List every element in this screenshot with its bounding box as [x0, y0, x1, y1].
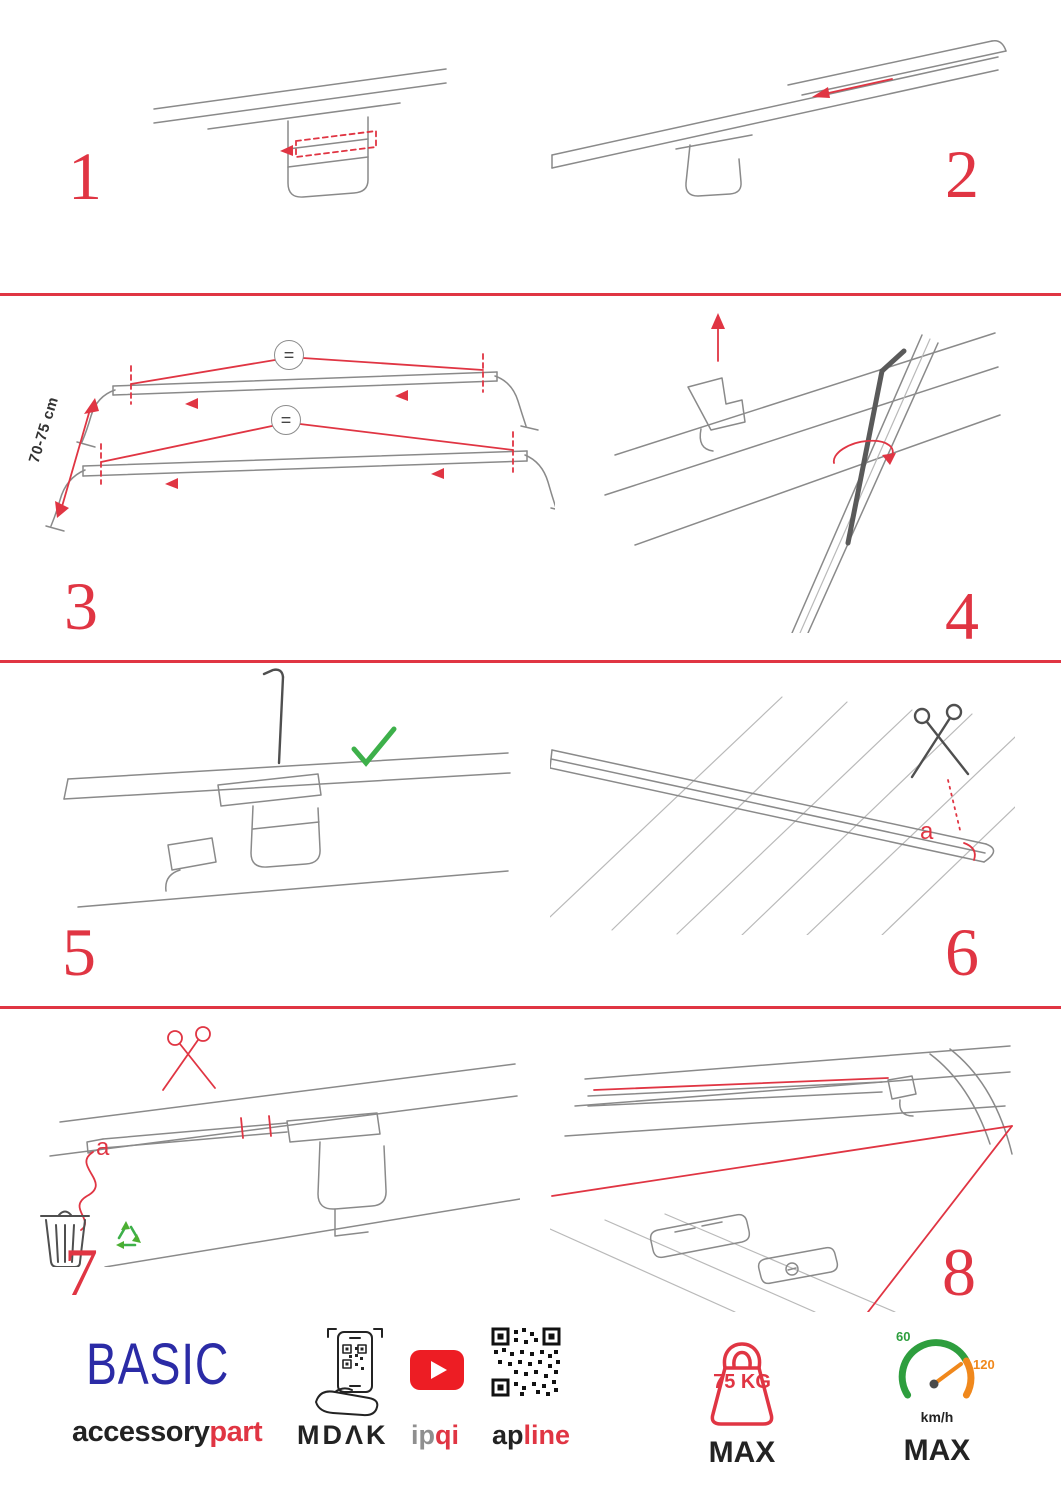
- step-8-illustration: [550, 1045, 1013, 1312]
- section-divider-1: [0, 293, 1061, 296]
- alignment-lines: [551, 1125, 1013, 1312]
- brand-sub-left: accessory: [72, 1416, 210, 1448]
- brand-subtitle: accessorypart: [72, 1416, 263, 1448]
- qr-code-icon: [491, 1327, 561, 1397]
- locking-rod: [262, 668, 285, 765]
- section-divider-3: [0, 1006, 1061, 1009]
- arrow-left-icon: [185, 398, 198, 409]
- equal-spacing-symbol: =: [271, 405, 301, 435]
- step-6-illustration: [550, 696, 1015, 935]
- phone-scan-icon: [315, 1328, 383, 1417]
- step-4-illustration: [604, 313, 1001, 633]
- apline-right: line: [523, 1420, 571, 1450]
- weight-icon: [710, 1342, 774, 1426]
- ipqi-left: ip: [411, 1420, 435, 1450]
- trash-icon: [40, 1210, 90, 1267]
- cut-marks: [240, 1115, 272, 1139]
- weight-value: 75 KG: [713, 1371, 771, 1393]
- arrow-right-icon: [280, 145, 293, 156]
- apline-logo: apline: [492, 1422, 570, 1449]
- speed-low-label: 60: [896, 1329, 911, 1344]
- step-6-part-label: a: [920, 818, 934, 845]
- plate-highlight: [295, 129, 377, 159]
- step-4-number: 4: [945, 578, 979, 654]
- apline-left: ap: [492, 1420, 524, 1450]
- check-icon: [351, 726, 397, 767]
- cut-line: [947, 779, 961, 831]
- step-2-illustration: [551, 39, 1007, 197]
- ipqi-logo: ipqi: [411, 1422, 459, 1449]
- brand-logo: BASIC: [86, 1332, 230, 1397]
- section-divider-2: [0, 660, 1061, 663]
- rotate-arrow-icon: [832, 439, 894, 464]
- step-7-part-label: a: [96, 1134, 110, 1161]
- mdak-logo: MDΛK: [297, 1420, 389, 1450]
- step-3-illustration: [45, 353, 555, 532]
- step-3-number: 3: [64, 568, 98, 644]
- step-5-number: 5: [62, 914, 96, 990]
- clamp-parts: [649, 1213, 839, 1285]
- speed-max-label: MAX: [903, 1434, 971, 1467]
- speed-high-label: 120: [973, 1357, 995, 1372]
- arrow-up-icon: [711, 313, 725, 329]
- speedometer-icon: [898, 1339, 975, 1399]
- strap-end-highlight: [963, 842, 976, 861]
- step-5-illustration: [63, 668, 511, 908]
- brand-sub-right: part: [209, 1416, 263, 1448]
- step-2-number: 2: [945, 136, 979, 212]
- discard-path: [78, 1151, 97, 1231]
- arrow-left-icon: [812, 87, 830, 98]
- equal-spacing-symbol: =: [274, 340, 304, 370]
- step-7-illustration: [40, 1026, 520, 1267]
- step-8-number: 8: [942, 1234, 976, 1310]
- arrow-left-icon: [431, 468, 444, 479]
- weight-max-label: MAX: [708, 1436, 776, 1469]
- step-1-illustration: [153, 68, 447, 198]
- step-6-number: 6: [945, 914, 979, 990]
- youtube-icon: [410, 1350, 464, 1390]
- scissors-icon: [910, 703, 970, 779]
- speed-unit-label: km/h: [920, 1409, 954, 1425]
- allen-key-icon: [845, 348, 907, 546]
- arrow-left-icon: [165, 478, 178, 489]
- scissors-icon: [162, 1026, 216, 1091]
- step-7-number: 7: [64, 1234, 98, 1310]
- step-1-number: 1: [68, 138, 102, 214]
- ipqi-right: qi: [435, 1420, 459, 1450]
- arrow-left-icon: [395, 390, 408, 401]
